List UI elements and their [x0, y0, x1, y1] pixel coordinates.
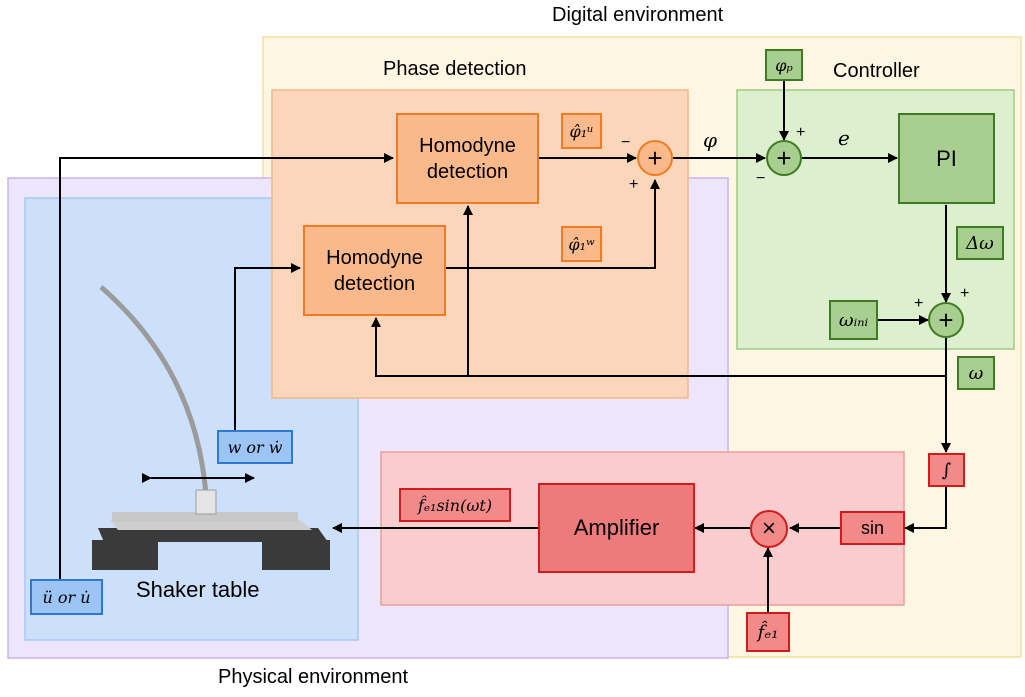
digital-environment-label: Digital environment [552, 4, 724, 26]
error-label: e [838, 126, 850, 150]
delta-omega-tag: Δω [956, 226, 1004, 260]
amplifier-block: Amplifier [538, 483, 695, 573]
homodyne-detection-top-label: Homodyne detection [419, 134, 516, 183]
phase-sum-junction: + [637, 140, 673, 176]
plus-glyph: + [776, 142, 792, 173]
w-tag: w or ẇ [217, 430, 293, 464]
drive-signal-tag: f̂ₑ₁sin(ωt) [399, 488, 511, 522]
times-glyph: × [761, 515, 776, 542]
phase-detection-label: Phase detection [383, 58, 527, 80]
phi-u-tag: φ̂₁ᵘ [561, 113, 602, 149]
plus-glyph: + [647, 142, 663, 173]
shaker-table-label: Shaker table [136, 577, 260, 602]
u-tag: ü or u̇ [30, 579, 103, 615]
physical-environment-label: Physical environment [218, 666, 409, 688]
amplifier-label: Amplifier [573, 515, 660, 540]
controller-label: Controller [833, 60, 920, 82]
plus-glyph: + [938, 304, 954, 335]
homodyne-detection-top: Homodyne detection [396, 113, 539, 204]
integral-tag: ∫ [928, 453, 965, 487]
pi-controller-block: PI [898, 113, 995, 204]
cantilever-beam [99, 285, 209, 496]
sin-tag: sin [840, 511, 905, 545]
omega-plus-left-sign: + [914, 295, 924, 312]
phase-minus-sign: − [621, 134, 631, 151]
f-e1-tag: f̂ₑ₁ [746, 612, 790, 652]
phi-p-tag: φₚ [765, 49, 803, 81]
phi-label: φ [703, 128, 718, 152]
homodyne-detection-bottom-label: Homodyne detection [326, 246, 423, 295]
homodyne-detection-bottom: Homodyne detection [303, 225, 446, 316]
controller-sum-junction: + [766, 140, 802, 176]
phase-plus-sign: + [629, 176, 639, 193]
phi-w-tag: φ̂₁ʷ [561, 226, 602, 262]
pi-label: PI [936, 145, 957, 171]
controller-plus-sign: + [796, 124, 806, 141]
controller-minus-sign: − [756, 170, 766, 187]
omega-tag: ω [957, 356, 995, 390]
shaker-table-graphic [92, 473, 330, 570]
omega-ini-tag: ωᵢₙᵢ [829, 300, 878, 340]
multiply-junction: × [750, 510, 788, 548]
omega-sum-junction: + [928, 302, 964, 338]
omega-plus-top-sign: + [960, 285, 970, 302]
